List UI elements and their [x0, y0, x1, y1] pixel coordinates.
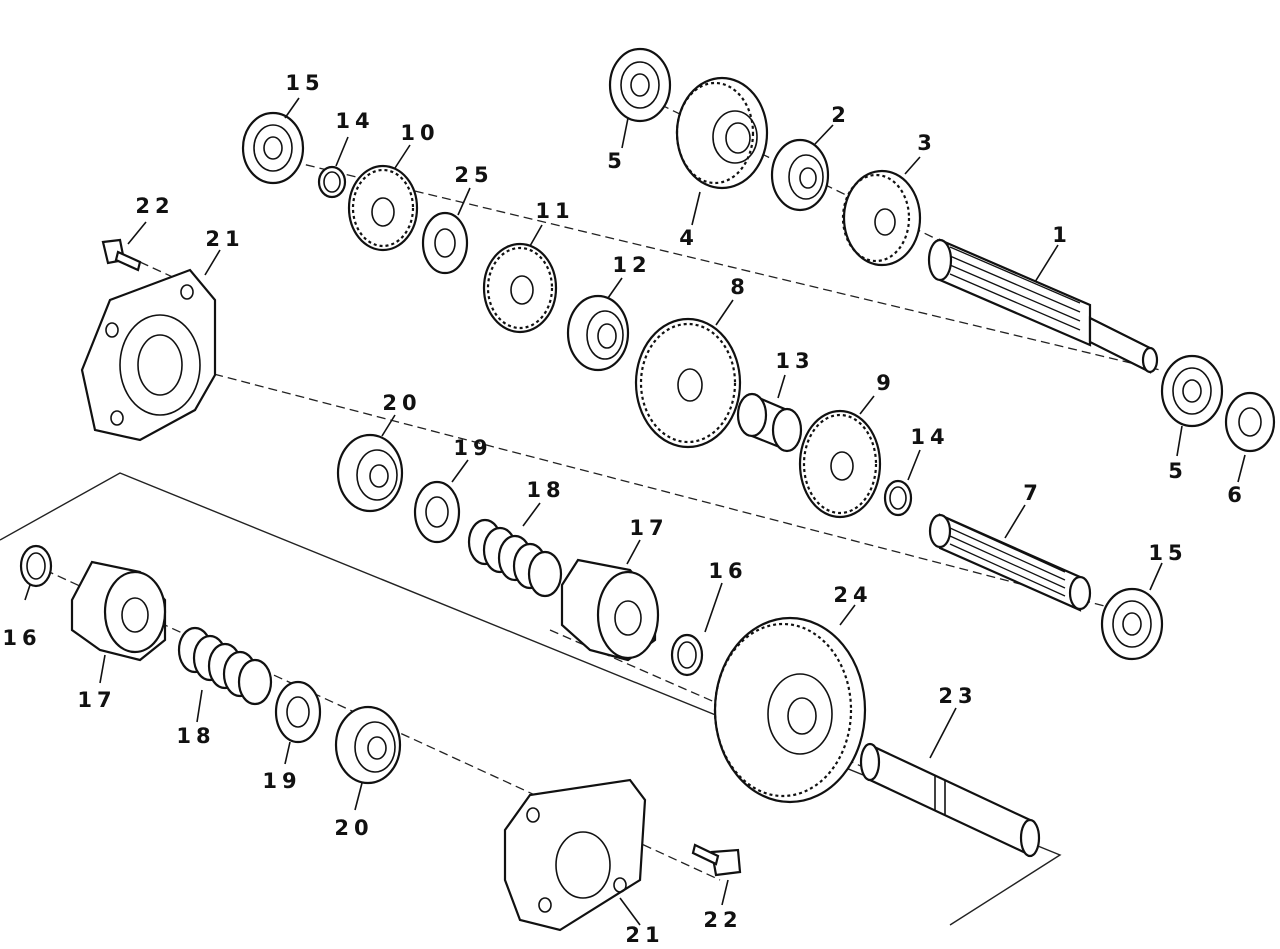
- label-part-7: 7: [1023, 481, 1043, 505]
- label-part-18-lower: 18: [176, 724, 215, 748]
- assembly-frame: [0, 472, 1062, 926]
- label-part-22-top: 22: [135, 194, 174, 218]
- label-part-12: 12: [612, 253, 651, 277]
- bearing-5-top: [608, 47, 672, 123]
- gear-10: [347, 164, 419, 252]
- label-part-4: 4: [679, 226, 699, 250]
- housing-21-top: [80, 268, 217, 442]
- label-part-16-left: 16: [2, 626, 41, 650]
- gear-4: [675, 76, 769, 190]
- part-labels: 15 14 10 25 11 12 8 13 9 14 7 15 5 4 2 3…: [2, 71, 1247, 947]
- label-part-5-right: 5: [1168, 459, 1188, 483]
- label-part-19-top: 19: [453, 436, 492, 460]
- label-part-2: 2: [831, 103, 851, 127]
- label-part-10: 10: [400, 121, 439, 145]
- bearing-15-right: [1100, 587, 1164, 661]
- label-part-20-lower: 20: [334, 816, 373, 840]
- label-part-20-top: 20: [382, 391, 421, 415]
- label-part-17-top: 17: [629, 516, 668, 540]
- shaft-1: [927, 238, 1159, 374]
- label-part-15-right: 15: [1148, 541, 1187, 565]
- washer-19-lower: [274, 680, 322, 744]
- circlip-14-mid: [883, 479, 913, 517]
- clutch-17-left: [70, 560, 167, 662]
- label-part-13: 13: [775, 349, 814, 373]
- label-part-5-top: 5: [607, 149, 627, 173]
- hub-2: [770, 138, 830, 212]
- washer-19-top: [413, 480, 461, 544]
- label-part-14-top: 14: [335, 109, 374, 133]
- circlip-16-left: [19, 544, 53, 588]
- shaft-23: [859, 742, 1041, 858]
- label-part-17-left: 17: [77, 688, 116, 712]
- hub-12: [566, 294, 630, 372]
- gear-24: [713, 616, 867, 804]
- circlip-14-top: [317, 165, 347, 199]
- label-part-16-mid: 16: [708, 559, 747, 583]
- label-part-21-lower: 21: [625, 923, 664, 947]
- bolt-22-lower: [691, 843, 742, 877]
- bearing-20-lower: [334, 705, 402, 785]
- label-part-14-mid: 14: [910, 425, 949, 449]
- leader-lines: [24, 97, 1246, 926]
- label-part-22-lower: 22: [703, 908, 742, 932]
- gear-11: [482, 242, 558, 334]
- label-part-15-top: 15: [285, 71, 324, 95]
- spring-18-top: [467, 518, 563, 598]
- label-part-11: 11: [535, 199, 574, 223]
- washer-25: [421, 211, 469, 275]
- label-part-18-top: 18: [526, 478, 565, 502]
- shaft-7: [928, 513, 1092, 612]
- label-part-21-top: 21: [205, 227, 244, 251]
- assembly-axes: [44, 79, 1161, 881]
- spring-18-lower: [177, 626, 273, 706]
- gear-3: [841, 169, 922, 267]
- label-part-8: 8: [730, 275, 750, 299]
- sleeve-13: [736, 392, 803, 453]
- seal-6: [1224, 391, 1276, 453]
- clutch-17-top: [560, 558, 660, 662]
- housing-21-lower: [503, 778, 647, 932]
- bearing-20-top: [336, 433, 404, 513]
- gear-9: [798, 409, 882, 519]
- label-part-25: 25: [454, 163, 493, 187]
- gear-8: [634, 317, 742, 449]
- bolt-22-top: [101, 238, 142, 272]
- bearing-5-right: [1160, 354, 1224, 428]
- bearing-15-top: [241, 111, 305, 185]
- label-part-6: 6: [1227, 483, 1247, 507]
- circlip-16-mid: [670, 633, 704, 677]
- label-part-19-lower: 19: [262, 769, 301, 793]
- label-part-3: 3: [917, 131, 937, 155]
- label-part-24: 24: [833, 583, 872, 607]
- label-part-23: 23: [938, 684, 977, 708]
- label-part-9: 9: [876, 371, 896, 395]
- label-part-1: 1: [1052, 223, 1072, 247]
